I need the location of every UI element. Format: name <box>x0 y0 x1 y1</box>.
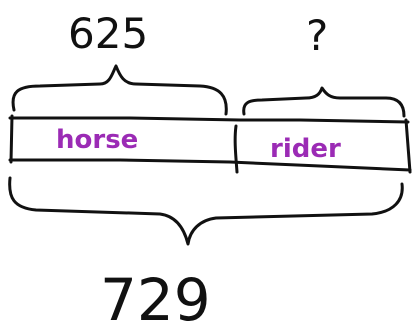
tape-divider <box>233 124 239 174</box>
horse-value-label: 625 <box>68 9 148 58</box>
tape-right-edge <box>404 118 412 174</box>
tape-top-edge <box>8 116 410 124</box>
total-value-label: 729 <box>100 266 211 334</box>
tape-bottom-edge <box>8 158 412 172</box>
total-brace <box>8 176 404 246</box>
total-value-group: 729 <box>100 266 211 334</box>
rider-unknown-label: ? <box>306 11 328 60</box>
segment-label-rider: rider <box>270 134 341 164</box>
rider-brace <box>242 86 406 118</box>
segment-label-horse: horse <box>56 125 138 155</box>
tape-left-edge <box>9 114 14 164</box>
horse-brace <box>11 64 228 116</box>
